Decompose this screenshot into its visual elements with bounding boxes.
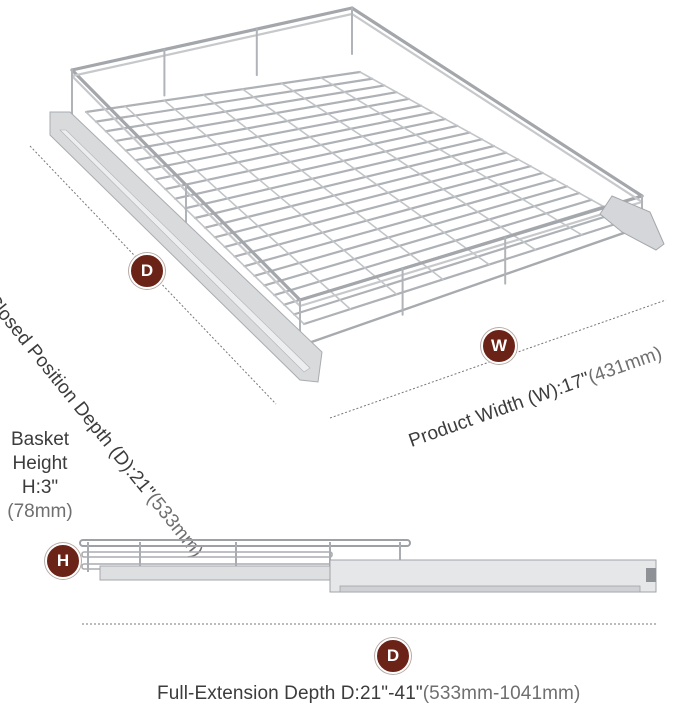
width-dimension-line: [329, 299, 667, 419]
left-slide-rail-face: [59, 129, 311, 373]
basket-cross-wire: [94, 77, 374, 123]
basket-long-wire: [85, 111, 305, 325]
basket-lower-rim: [298, 226, 640, 348]
basket-cross-wire: [114, 91, 398, 143]
basket-cross-wire: [233, 171, 544, 258]
basket-rim: [350, 12, 644, 204]
basket-height-metric: (78mm): [7, 501, 73, 522]
basket-cross-wire: [124, 97, 410, 152]
basket-height-line3: H:3": [21, 477, 59, 498]
basket-cross-wire: [84, 70, 362, 114]
full-extension-label: Full-Extension Depth D:21"-41"(533mm-104…: [157, 683, 580, 705]
extended-side-view-illustration: [79, 539, 657, 625]
basket-rim: [298, 194, 644, 302]
depth-badge-bottom: D: [375, 638, 411, 674]
basket-cross-wire: [203, 151, 508, 229]
basket-long-wire: [241, 88, 490, 266]
basket-cross-wire: [243, 178, 557, 268]
basket-height-line1: Basket: [10, 429, 70, 450]
basket-long-wire: [359, 71, 629, 221]
basket-cross-wire: [104, 84, 386, 133]
basket-cross-wire: [263, 191, 581, 287]
basket-cross-wire: [302, 218, 630, 326]
basket-rim: [70, 12, 354, 78]
right-slide-rail: [599, 195, 665, 251]
basket-cross-wire: [134, 104, 423, 162]
closed-depth-dimension-line: [29, 145, 277, 405]
basket-cross-wire: [213, 158, 520, 239]
depth-badge-top: D: [129, 253, 165, 289]
basket-cross-wire: [292, 212, 617, 316]
basket-cross-wire: [193, 144, 496, 220]
basket-long-wire: [124, 105, 352, 310]
basket-cross-wire: [223, 165, 532, 249]
basket-long-wire: [280, 82, 537, 251]
basket-cross-wire: [164, 124, 459, 191]
basket-wire-frame: [70, 6, 644, 348]
basket-long-wire: [163, 99, 398, 296]
basket-cross-wire: [183, 138, 483, 210]
basket-rim: [298, 200, 644, 308]
full-extension-metric: (533mm-1041mm): [422, 683, 581, 704]
basket-long-wire: [320, 76, 583, 236]
basket-rim: [350, 6, 644, 198]
basket-rim: [70, 6, 354, 72]
basket-cross-wire: [154, 117, 447, 181]
basket-height-line2: Height: [12, 453, 68, 474]
width-badge: W: [481, 328, 517, 364]
height-badge: H: [45, 543, 81, 579]
basket-long-wire: [202, 94, 444, 281]
basket-cross-wire: [253, 185, 569, 277]
basket-cross-wire: [273, 198, 593, 297]
basket-cross-wire: [174, 131, 471, 200]
basket-height-label: Basket Height H:3" (78mm): [4, 428, 76, 524]
basket-cross-wire: [144, 111, 435, 171]
basket-perspective-illustration: [29, 6, 667, 419]
full-extension-imperial: Full-Extension Depth D:21"-41": [157, 683, 423, 704]
